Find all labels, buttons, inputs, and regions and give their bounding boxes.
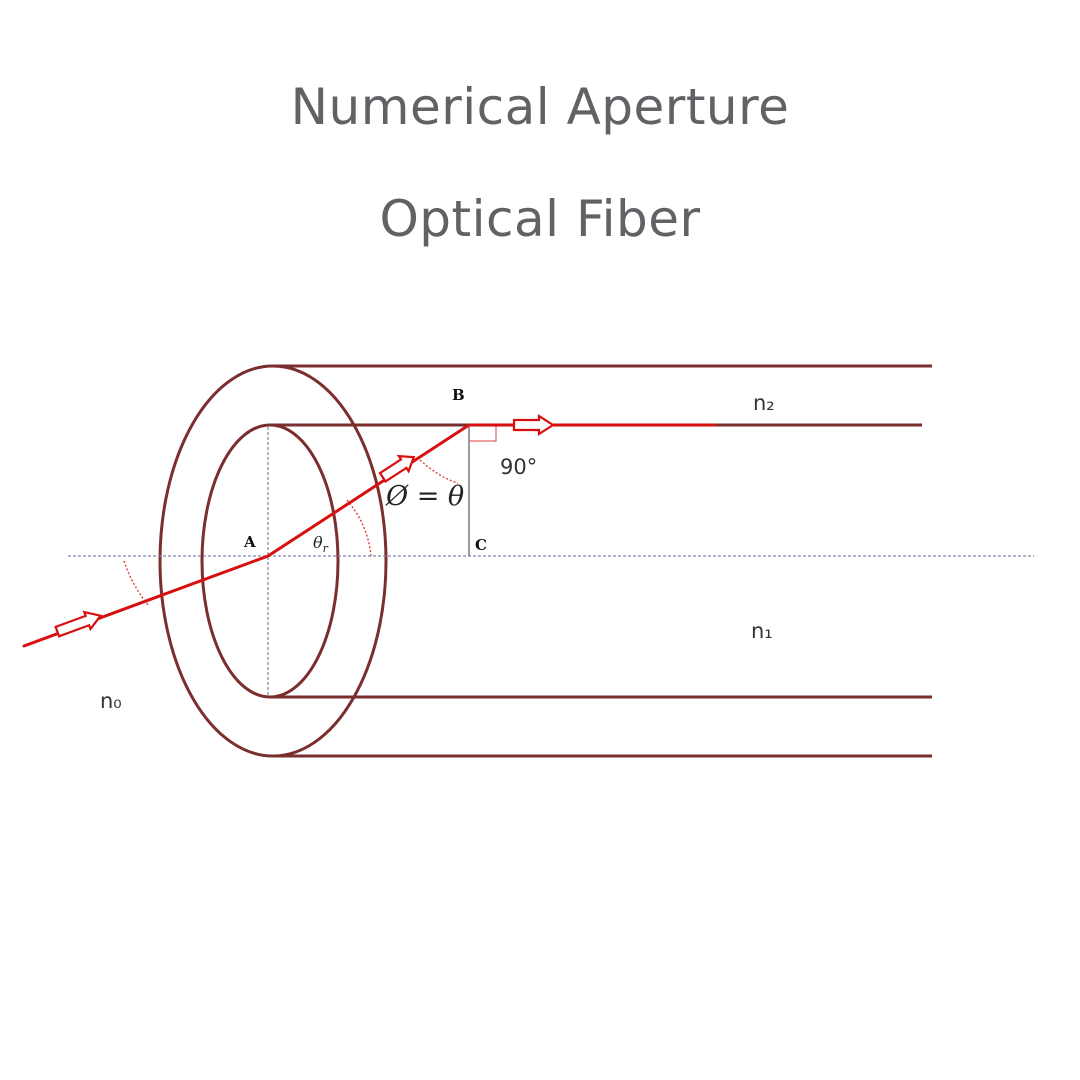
angle-arcs xyxy=(123,459,459,606)
label-theta-r: θr xyxy=(313,533,329,555)
title-line-2: Optical Fiber xyxy=(379,190,701,248)
construction-lines xyxy=(68,425,1034,695)
right-angle-marker xyxy=(469,425,497,442)
theta-r-arc xyxy=(346,499,372,557)
incident-angle-arc xyxy=(123,560,149,606)
label-phi-equals-theta: Ø = θ xyxy=(385,481,464,512)
guided-arrow xyxy=(512,413,556,437)
incident-arrow xyxy=(54,610,103,638)
ray-arrows xyxy=(54,413,556,638)
ray-path xyxy=(22,423,717,648)
cladding-end-face xyxy=(158,364,388,758)
label-n2: n₂ xyxy=(753,391,775,415)
refracted-arrow xyxy=(378,454,416,483)
light-ray xyxy=(22,423,717,648)
core-end-face xyxy=(200,423,340,699)
label-n1: n₁ xyxy=(751,619,773,643)
phi-arc xyxy=(419,459,459,484)
label-n0: n₀ xyxy=(100,689,122,713)
label-point-b: B xyxy=(452,386,465,404)
theta-r-subscript: r xyxy=(323,542,329,555)
label-point-c: C xyxy=(475,536,487,554)
theta-r-symbol: θ xyxy=(313,533,323,552)
title-line-1: Numerical Aperture xyxy=(290,78,790,136)
label-point-a: A xyxy=(243,533,256,551)
label-right-angle: 90° xyxy=(500,455,537,479)
